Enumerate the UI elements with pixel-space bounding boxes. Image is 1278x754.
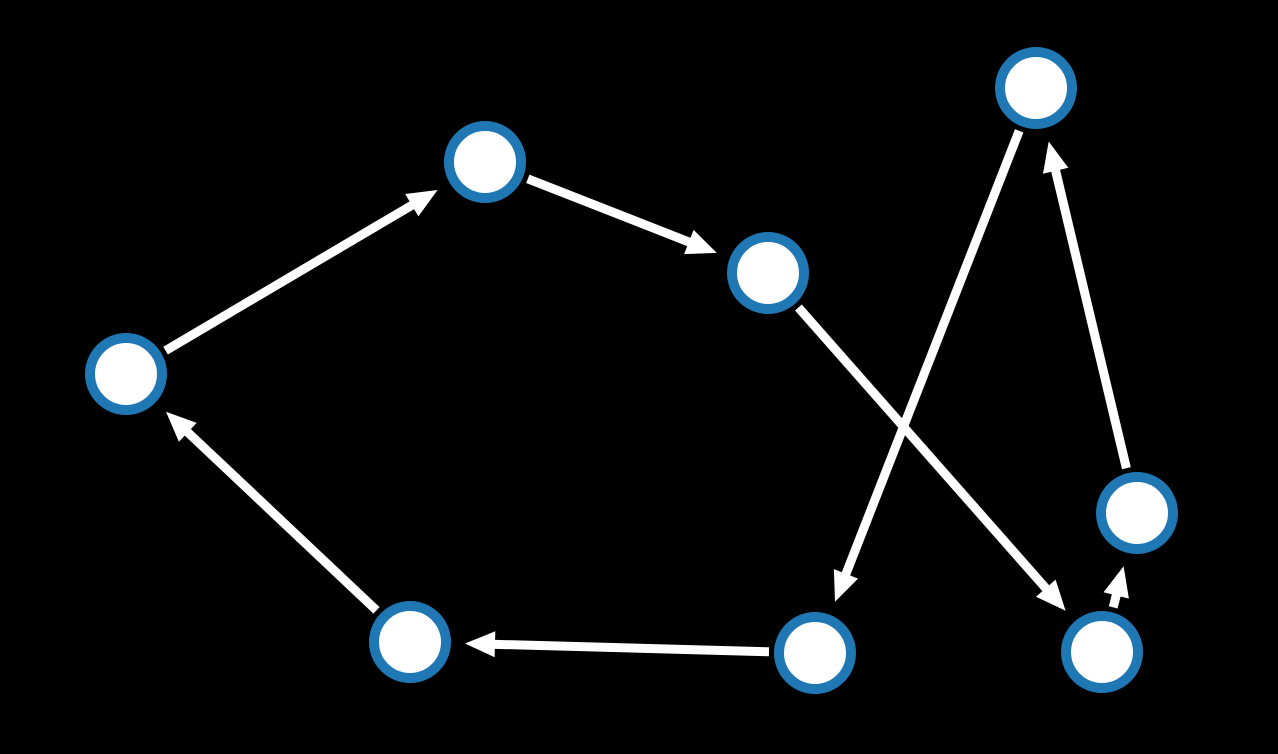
edge-arrowhead (166, 411, 197, 442)
edge-arrowhead (1036, 579, 1066, 611)
edge-arrowhead (833, 569, 859, 602)
edge-shaft (490, 639, 770, 657)
edge-arrow-node-upper-mid-to-node-center (526, 174, 717, 255)
node-left (85, 333, 167, 415)
edge-arrowhead (465, 631, 496, 658)
node-center (727, 232, 809, 314)
edge-arrow-node-bottom-left-to-node-left (166, 411, 380, 614)
edge-shaft (1050, 165, 1131, 470)
edge-arrowhead (1103, 566, 1129, 599)
edge-arrow-node-right-to-node-top-right (1043, 141, 1131, 470)
edge-arrowhead (684, 229, 717, 255)
edge-arrow-node-left-to-node-upper-mid (163, 190, 438, 355)
edge-shaft (795, 304, 1052, 595)
edge-shaft (163, 199, 418, 355)
node-bottom-mid (774, 612, 856, 694)
edge-arrowhead (405, 190, 438, 217)
node-top-right (995, 47, 1077, 129)
edge-arrow-node-top-right-to-node-bottom-mid (833, 129, 1024, 602)
edge-arrowhead (1043, 141, 1069, 174)
node-bottom-right (1061, 611, 1143, 693)
node-bottom-left (369, 601, 451, 683)
edge-arrow-node-bottom-mid-to-node-bottom-left (465, 631, 770, 658)
edge-shaft (181, 426, 380, 614)
edge-shaft (526, 174, 695, 248)
edge-shaft (840, 129, 1024, 580)
node-upper-mid (444, 121, 526, 203)
edge-arrow-node-center-to-node-bottom-right (795, 304, 1066, 611)
edge-arrow-node-bottom-right-to-node-right (1103, 566, 1129, 609)
node-right (1096, 472, 1178, 554)
